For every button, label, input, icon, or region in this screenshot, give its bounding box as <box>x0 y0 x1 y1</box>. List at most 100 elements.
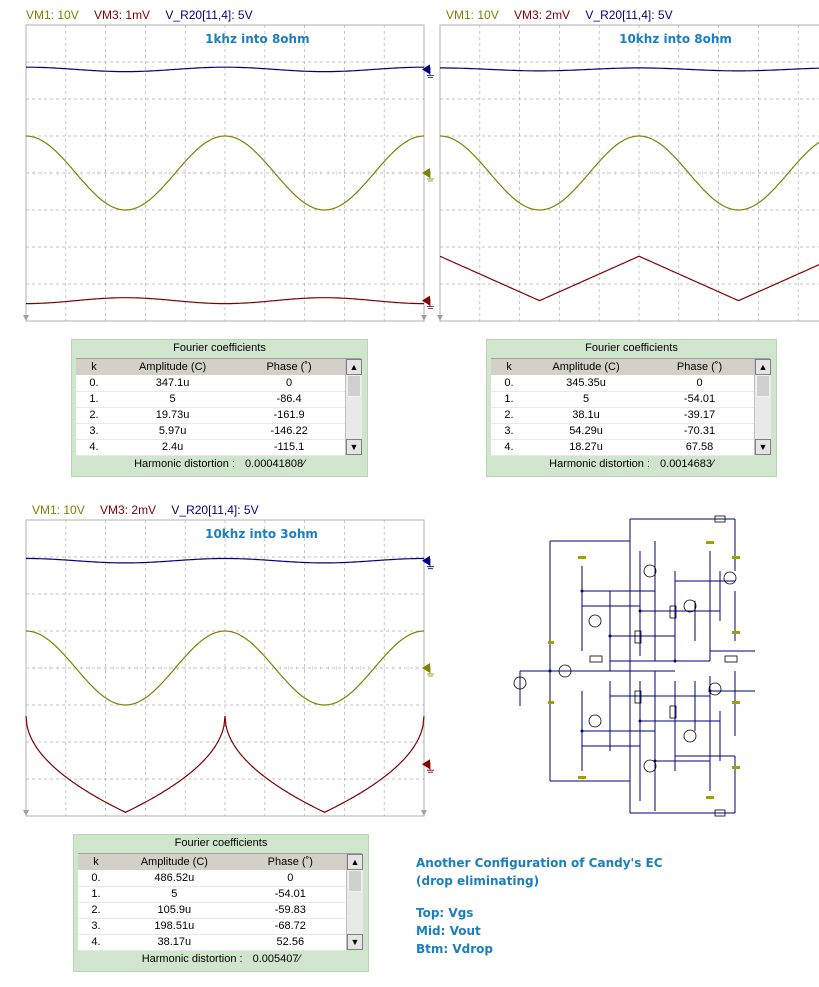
fourier3-col-header[interactable]: Phase (˚) <box>234 854 347 870</box>
fourier2-cell: 38.1u <box>572 409 600 421</box>
fourier1-distortion: Harmonic distortion :0.00041808⁄ <box>72 458 367 470</box>
fourier3-cell: 0. <box>91 872 101 884</box>
fourier3-scroll-up-icon[interactable]: ▲ <box>347 854 363 870</box>
fourier1-row[interactable]: 4.2.4u-115.1 <box>76 439 345 456</box>
fourier3-cell: 486.52u <box>154 872 195 884</box>
plot3-header: VM1: 10V VM3: 2mV V_R20[11,4]: 5V <box>32 503 271 517</box>
fourier1-row[interactable]: 1. 5 -86.4 <box>76 391 345 408</box>
fourier2-col-header[interactable]: k <box>491 359 528 375</box>
plot1-marker-1-icon <box>422 64 434 78</box>
fourier3-cell: 0 <box>287 872 294 884</box>
fourier2-title: Fourier coefficients <box>585 342 678 354</box>
plot2-title: 10khz into 8ohm <box>619 32 732 46</box>
circuit-schematic <box>510 511 765 821</box>
fourier3-col-header[interactable]: Amplitude (C) <box>114 854 236 870</box>
fourier1-col-header[interactable]: Amplitude (C) <box>112 359 235 375</box>
fourier2-scroll-down-icon[interactable]: ▼ <box>755 439 771 455</box>
fourier3-cell: 4. <box>91 936 101 948</box>
fourier1-scroll-down-icon[interactable]: ▼ <box>346 439 362 455</box>
fourier1-cell: 3. <box>89 425 99 437</box>
description-mid: Mid: Vout <box>416 924 481 938</box>
fourier2-cell: -54.01 <box>683 393 716 405</box>
fourier1-cell: 19.73u <box>155 409 190 421</box>
fourier3-title: Fourier coefficients <box>174 837 268 849</box>
plot3-vm1-label: VM1: 10V <box>32 503 85 517</box>
plot2-vm3-label: VM3: 2mV <box>514 8 571 22</box>
fourier1-cell: -86.4 <box>276 393 302 405</box>
plot1-scope: 1khz into 8ohm <box>23 24 440 325</box>
plot3-series-1 <box>26 557 424 564</box>
fourier2-row[interactable]: 1.5-54.01 <box>491 391 754 408</box>
plot1-series-1 <box>26 66 424 73</box>
fourier3-scroll-down-icon[interactable]: ▼ <box>347 934 363 950</box>
plot2-series-0 <box>440 135 819 211</box>
fourier1-col-header[interactable]: Phase (˚) <box>233 359 346 375</box>
fourier3-row[interactable]: 2.105.9u-59.83 <box>78 902 346 919</box>
fourier2-scroll-up-icon[interactable]: ▲ <box>755 359 771 375</box>
plot2-cursor-left-icon <box>437 315 443 321</box>
fourier3-cell: 3. <box>91 920 101 932</box>
fourier2-cell: 54.29u <box>569 425 603 437</box>
plot1-title: 1khz into 8ohm <box>205 32 310 46</box>
fourier2-col-header[interactable]: Phase (˚) <box>645 359 755 375</box>
plot3-marker-0-icon <box>422 663 434 677</box>
plot2-vr20-label: V_R20[11,4]: 5V <box>585 8 673 22</box>
fourier3-scroll-thumb[interactable] <box>348 870 362 892</box>
fourier2-distortion-label: Harmonic distortion : <box>549 458 651 470</box>
fourier2-cell: -70.31 <box>683 425 716 437</box>
fourier1-cell: 0 <box>286 377 293 389</box>
schematic-drawing <box>513 515 755 817</box>
fourier1-row[interactable]: 2.19.73u-161.9 <box>76 407 345 424</box>
plot1-marker-0-icon <box>422 168 434 182</box>
plot2-frame <box>439 24 819 322</box>
fourier1-cell: 0. <box>89 377 99 389</box>
fourier2-cell: 345.35u <box>566 377 606 389</box>
fourier1-cell: 347.1u <box>155 377 190 389</box>
plot1-vm1-label: VM1: 10V <box>26 8 79 22</box>
fourier3-cell: 2. <box>91 904 101 916</box>
fourier2-row[interactable]: 2.38.1u-39.17 <box>491 407 754 424</box>
fourier3-distortion: Harmonic distortion :0.005407⁄ <box>74 953 368 965</box>
fourier2-cell: 0 <box>696 377 703 389</box>
fourier2-row[interactable]: 3.54.29u-70.31 <box>491 423 754 440</box>
fourier3-cell: 5 <box>171 888 178 900</box>
fourier1-cell: 5 <box>169 393 176 405</box>
fourier3-scrollbar[interactable]: ▲▼ <box>346 854 363 950</box>
plot2-scope: 10khz into 8ohm <box>437 24 819 325</box>
fourier1-cell: 1. <box>89 393 99 405</box>
fourier1-cell: -161.9 <box>273 409 305 421</box>
plot1-vr20-label: V_R20[11,4]: 5V <box>165 8 253 22</box>
fourier3-col-header[interactable]: k <box>78 854 115 870</box>
plot3-marker-1-icon <box>422 555 434 570</box>
fourier3-row[interactable]: 3.198.51u-68.72 <box>78 918 346 935</box>
fourier3-row[interactable]: 1.5-54.01 <box>78 886 346 903</box>
fourier1-row[interactable]: 3.5.97u-146.22 <box>76 423 345 440</box>
fourier2-scrollbar[interactable]: ▲▼ <box>754 359 771 455</box>
fourier2-col-header[interactable]: Amplitude (C) <box>527 359 647 375</box>
fourier3-row[interactable]: 0. 486.52u 0 <box>78 870 346 887</box>
plot3-marker-2-icon <box>422 759 434 773</box>
fourier2-cell: -39.17 <box>683 409 716 421</box>
fourier1-cell: -146.22 <box>270 425 308 437</box>
description-line1: Another Configuration of Candy's EC <box>416 856 663 870</box>
plot1-marker-2-icon <box>422 295 434 310</box>
fourier3-distortion-value: 0.005407⁄ <box>252 953 301 965</box>
fourier2-cell: 4. <box>504 441 514 453</box>
fourier1-scroll-thumb[interactable] <box>347 375 361 397</box>
plot3-series-2 <box>25 716 425 813</box>
fourier1-scrollbar[interactable]: ▲▼ <box>345 359 362 455</box>
fourier1-row[interactable]: 0. 347.1u 0 <box>76 375 345 392</box>
fourier1-scroll-up-icon[interactable]: ▲ <box>346 359 362 375</box>
fourier3-cell: -68.72 <box>274 920 306 932</box>
fourier1-cell: 4. <box>89 441 99 453</box>
plot2-svg: 10khz into 8ohm <box>437 24 819 322</box>
fourier1-col-header[interactable]: k <box>76 359 113 375</box>
fourier2-scroll-thumb[interactable] <box>756 375 770 397</box>
plot3-scope: 10khz into 3ohm <box>23 519 440 820</box>
